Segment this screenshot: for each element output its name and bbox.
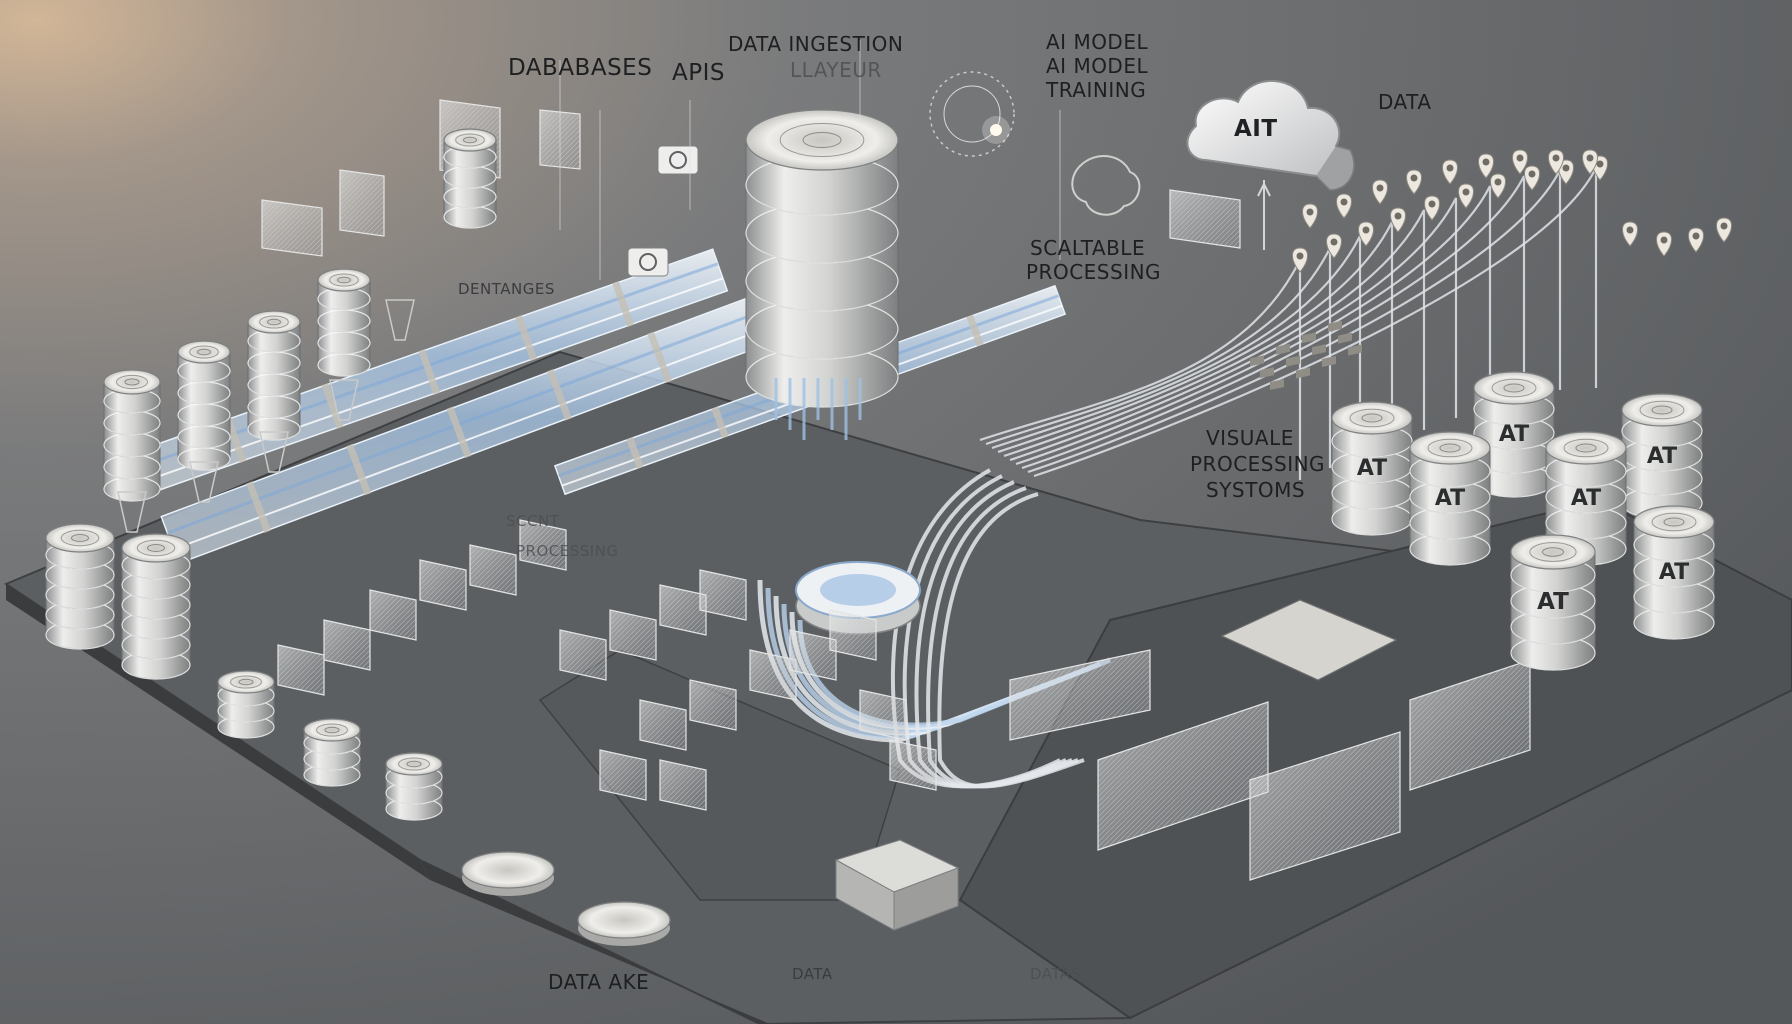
databases-label: DABABASES [508, 55, 652, 81]
faded-mid-label-1: SCCNT [506, 512, 559, 530]
cylinder-top [178, 341, 230, 363]
pin-dot [1721, 223, 1728, 230]
ai-barrel-label: AT [1537, 589, 1569, 615]
cylinder-top [104, 370, 160, 394]
ai-barrel-3: AT [1622, 394, 1702, 519]
ai-barrel-label: AT [1571, 486, 1601, 511]
cylinder-top [1546, 432, 1626, 464]
apis-label: APIS [672, 60, 725, 86]
camera-icon [658, 146, 698, 174]
database-cylinder-9 [304, 719, 360, 786]
visual-label-3: SYSTOMS [1206, 478, 1305, 502]
pin-dot [1483, 159, 1490, 166]
pin-dot [1331, 239, 1338, 246]
hub-water [820, 574, 896, 606]
database-cylinder-10 [386, 753, 442, 820]
ai-barrel-1: AT [1332, 402, 1412, 535]
screen-back-5 [1170, 190, 1240, 248]
scalable-label-1: SCALTABLE [1030, 236, 1145, 260]
ai-barrel-label: AT [1499, 422, 1529, 447]
data-bottom-label: DATA [792, 965, 833, 983]
disc-top [578, 902, 670, 938]
database-cylinder-4 [318, 269, 370, 376]
cylinder-top [304, 719, 360, 741]
ai-barrel-7: AT [1634, 506, 1714, 639]
cylinder-top [1474, 372, 1554, 404]
cylinder-top [746, 110, 898, 170]
pin-dot [1563, 165, 1570, 172]
pin-dot [1587, 155, 1594, 162]
cylinder-top [444, 129, 496, 151]
pin-dot [1395, 213, 1402, 220]
ai-barrel-label: AT [1357, 456, 1387, 481]
database-cylinder-5 [444, 129, 496, 228]
panel-mesh [262, 200, 322, 256]
sphere-glow-halo [982, 116, 1010, 144]
pin-dot [1363, 227, 1370, 234]
data-lake-label: DATA AKE [548, 970, 649, 994]
cylinder-top [248, 311, 300, 333]
screen-back-1 [262, 200, 322, 256]
ai-barrel-4: AT [1410, 432, 1490, 565]
ingestion-label-2: LLAYEUR [790, 58, 882, 82]
ai-barrel-label: AT [1647, 444, 1677, 469]
pin-dot [1693, 233, 1700, 240]
ingestion-tower [746, 110, 898, 407]
model-label-1: AI MODEL [1046, 30, 1148, 54]
cylinder-top [1410, 432, 1490, 464]
cylinder-top [1634, 506, 1714, 538]
screen-back-2 [340, 170, 384, 236]
visual-label-2: PROCESSING [1190, 452, 1325, 476]
data-top-label: DATA [1378, 90, 1432, 114]
pin-dot [1377, 185, 1384, 192]
pin-dot [1447, 165, 1454, 172]
panel-mesh [1170, 190, 1240, 248]
cylinder-top [1332, 402, 1412, 434]
cylinder-top [386, 753, 442, 775]
database-cylinder-3 [248, 311, 300, 440]
pin-dot [1553, 155, 1560, 162]
database-cylinder-6 [46, 524, 114, 649]
faded-mid-label-2: PROCESSING [516, 542, 619, 560]
ai-barrel-label: AT [1435, 486, 1465, 511]
panel-mesh [340, 170, 384, 236]
cylinder-top [1511, 535, 1595, 569]
pin-dot [1297, 253, 1304, 260]
disc-top [462, 852, 554, 888]
pin-dot [1429, 201, 1436, 208]
camera-icon [628, 248, 668, 276]
cylinder-top [1622, 394, 1702, 426]
cylinder-top [122, 534, 190, 562]
scalable-label-2: PROCESSING [1026, 260, 1161, 284]
pin-dot [1463, 189, 1470, 196]
ai-barrel-label: AT [1659, 560, 1689, 585]
cylinder-top [318, 269, 370, 291]
database-cylinder-7 [122, 534, 190, 679]
cloud-ait-label: AIT [1234, 116, 1278, 142]
visual-label-1: VISUALE [1206, 426, 1294, 450]
pin-dot [1411, 175, 1418, 182]
pin-dot [1341, 199, 1348, 206]
cylinder-top [46, 524, 114, 552]
ingestion-label-1: DATA INGESTION [728, 32, 903, 56]
pin-dot [1307, 209, 1314, 216]
model-label-2: AI MODEL [1046, 54, 1148, 78]
pin-dot [1517, 155, 1524, 162]
ai-barrel-6: AT [1511, 535, 1595, 670]
datas-bottom-label: DATAS [1030, 965, 1081, 983]
pin-dot [1529, 171, 1536, 178]
pin-dot [1495, 179, 1502, 186]
dentanges-label: DENTANGES [458, 280, 555, 298]
pin-dot [1661, 237, 1668, 244]
pin-dot [1627, 227, 1634, 234]
database-cylinder-2 [178, 341, 230, 470]
pin-dot [1597, 161, 1604, 168]
database-cylinder-1 [104, 370, 160, 501]
model-label-3: TRAINING [1046, 78, 1146, 102]
database-cylinder-8 [218, 671, 274, 738]
cylinder-top [218, 671, 274, 693]
